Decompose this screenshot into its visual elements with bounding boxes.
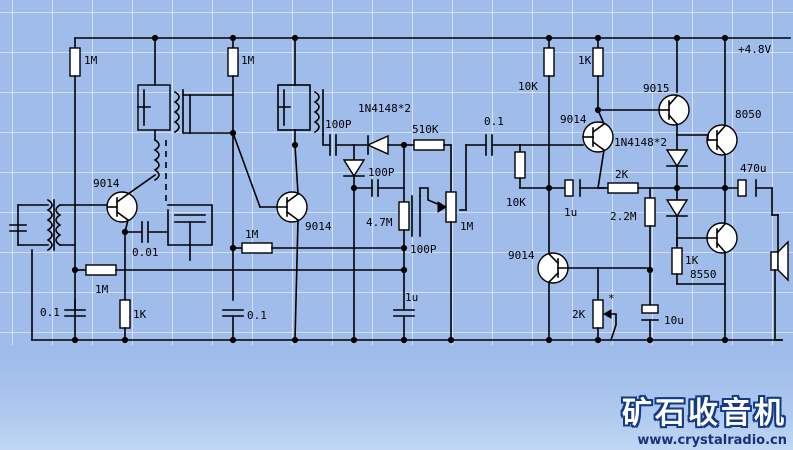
resistor-1m-mixer <box>227 37 239 301</box>
label-c-100p-b: 100P <box>368 166 395 179</box>
loudspeaker <box>770 214 789 341</box>
transistor-q2 <box>231 131 308 341</box>
capacitor-10u <box>641 304 659 341</box>
label-r-2k: 2K <box>615 168 629 181</box>
label-r-510k: 510K <box>412 123 439 136</box>
label-q3: 9014 <box>560 113 587 126</box>
capacitor-0-1-audio <box>485 134 521 156</box>
transistor-q1 <box>106 173 157 233</box>
label-d-1n4148-a: 1N4148*2 <box>358 102 411 115</box>
label-r-1k-a: 1K <box>133 308 147 321</box>
resistor-4-7m <box>398 144 410 311</box>
label-q1: 9014 <box>93 177 120 190</box>
brand-watermark: 矿石收音机 www.crystalradio.cn <box>622 388 787 448</box>
label-r-1m-d: 1M <box>245 228 259 241</box>
grid <box>0 0 793 345</box>
label-r-2-2m: 2.2M <box>610 210 637 223</box>
label-c-0-1-b: 0.1 <box>247 309 267 322</box>
resistor-1m-center <box>232 242 405 254</box>
capacitor-1u-a <box>393 309 415 341</box>
label-c-470u: 470u <box>740 162 767 175</box>
resistor-1k-bias <box>671 237 726 285</box>
diode-1n4148-detector <box>342 134 405 341</box>
transistor-q6-8050 <box>676 37 738 223</box>
label-c-0-1-a: 0.1 <box>40 306 60 319</box>
capacitor-0-1-left <box>64 299 86 317</box>
label-r-1m-pot: 1M <box>460 220 474 233</box>
label-c-100p-a: 100P <box>325 118 352 131</box>
resistor-510k <box>403 139 452 193</box>
transistor-q4 <box>537 144 651 341</box>
label-r-1k-c: 1K <box>685 254 699 267</box>
resistor-10k-b <box>514 144 566 189</box>
transistor-q5 <box>658 37 690 136</box>
capacitor-470u <box>737 179 773 216</box>
capacitor-0-01 <box>124 221 169 243</box>
label-r-1m-c: 1M <box>241 54 255 67</box>
resistor-1k-q1 <box>119 299 131 341</box>
resistor-1m-feedback <box>74 264 405 276</box>
resistor-1k-q3 <box>592 37 661 111</box>
label-c-10u: 10u <box>664 314 684 327</box>
capacitor-100p-b <box>353 179 405 197</box>
brand-title: 矿石收音机 <box>622 396 787 431</box>
label-q6: 8050 <box>735 108 762 121</box>
label-r-1m-a: 1M <box>84 54 98 67</box>
label-q7: 8550 <box>690 268 717 281</box>
label-c-0-1-c: 0.1 <box>484 115 504 128</box>
label-r-10k-b: 10K <box>506 196 526 209</box>
label-r-1k-b: 1K <box>578 54 592 67</box>
oscillator-coil <box>137 37 213 261</box>
label-c-0-01: 0.01 <box>132 246 159 259</box>
label-r-4-7m: 4.7M <box>366 216 393 229</box>
label-r-10k-a: 10K <box>518 80 538 93</box>
resistor-2k-feedback <box>597 182 739 194</box>
label-c-1u-b: 1u <box>564 206 577 219</box>
label-r-1m-b: 1M <box>95 283 109 296</box>
potentiometer-1m-volume <box>419 144 487 341</box>
brand-url: www.crystalradio.cn <box>637 433 787 448</box>
transistor-q7-8550 <box>676 222 738 341</box>
label-q2: 9014 <box>305 220 332 233</box>
transistor-q3 <box>582 108 614 189</box>
if-transformer-1 <box>182 94 234 134</box>
capacitor-100p-c <box>411 187 421 237</box>
footer-fade <box>0 345 793 450</box>
if-transformer-2 <box>277 37 331 146</box>
resistor-1m-bias <box>69 37 81 341</box>
resistor-10k-a <box>543 37 555 146</box>
input-tank-circuit <box>9 198 109 341</box>
label-d-1n4148-b: 1N4148*2 <box>614 136 667 149</box>
supply-voltage-label: +4.8V <box>738 43 771 56</box>
label-pot-2k: 2K <box>572 308 586 321</box>
label-q4: 9014 <box>508 249 535 262</box>
resistor-2-2m <box>644 187 656 306</box>
potentiometer-2k <box>592 267 617 342</box>
label-q5: 9015 <box>643 82 670 95</box>
label-c-1u-a: 1u <box>405 291 418 304</box>
label-c-100p-c: 100P <box>410 243 437 256</box>
label-pot-mark: * <box>608 292 615 305</box>
capacitor-0-1-center <box>222 309 244 341</box>
capacitor-100p-a <box>329 134 369 156</box>
